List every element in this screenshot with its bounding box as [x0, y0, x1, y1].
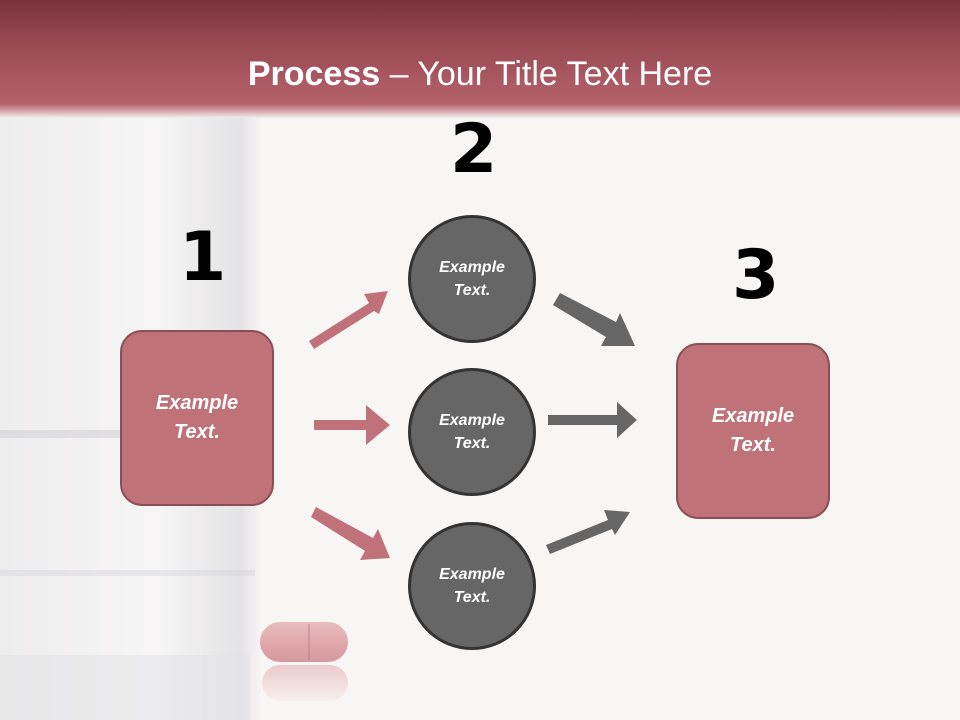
step-3-text: Example Text.: [711, 405, 795, 456]
arrow-up-right-gray-icon: [546, 510, 630, 554]
arrow-up-right-icon: [309, 291, 388, 349]
step-2-circle-top: Example Text.: [408, 215, 536, 343]
step-number-2: 2: [450, 110, 498, 189]
arrow-down-right-gray-icon: [553, 293, 635, 346]
step-1-box: Example Text.: [120, 330, 274, 506]
title-bar: [0, 0, 960, 118]
arrow-right-icon: [314, 405, 390, 445]
step-2-circle-middle: Example Text.: [408, 368, 536, 496]
title-rest: – Your Title Text Here: [380, 55, 713, 93]
step-number-3: 3: [732, 236, 780, 315]
step-3-box: Example Text.: [676, 343, 830, 519]
title-bold: Process: [247, 55, 381, 93]
circle-top-text: Example Text.: [439, 259, 505, 299]
step-number-1: 1: [179, 218, 227, 297]
slide-title: Process – Your Title Text Here: [0, 52, 960, 96]
circle-middle-text: Example Text.: [439, 412, 505, 452]
capsule-pill-image: [260, 622, 348, 662]
step-1-text: Example Text.: [155, 392, 239, 443]
arrow-right-gray-icon: [548, 402, 637, 438]
circle-bottom-text: Example Text.: [439, 566, 505, 606]
step-2-circle-bottom: Example Text.: [408, 522, 536, 650]
arrow-down-right-icon: [311, 507, 390, 560]
capsule-reflection: [262, 665, 348, 701]
